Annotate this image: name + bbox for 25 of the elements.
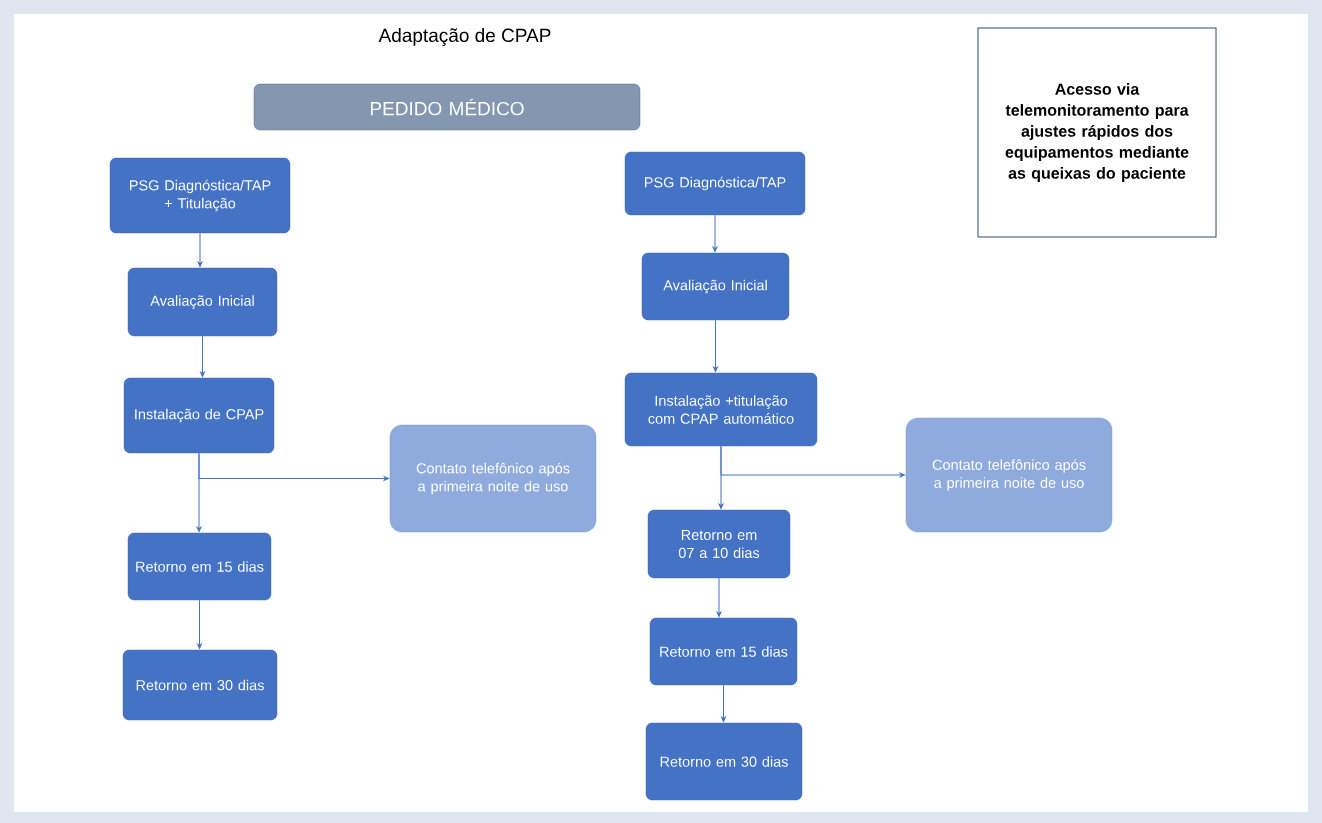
title: Adaptação de CPAP — [378, 28, 551, 46]
top-box: PEDIDO MÉDICO — [253, 83, 641, 131]
process-box: Retorno em 15 dias — [127, 532, 272, 601]
process-box: Instalação de CPAP — [123, 377, 275, 454]
process-box: Avaliação Inicial — [127, 267, 278, 337]
arrow — [721, 684, 726, 723]
contact-box: Contato telefônico após a primeira noite de uso — [905, 417, 1113, 533]
arrow — [197, 599, 202, 650]
arrow — [713, 319, 718, 373]
contact-box: Contato telefônico após a primeira noite de uso — [389, 424, 597, 533]
process-box: Retorno em 30 dias — [122, 649, 278, 721]
arrow — [198, 452, 390, 481]
arrow — [200, 335, 205, 378]
arrow — [720, 445, 906, 478]
arrow — [197, 232, 203, 268]
process-box: PSG Diagnóstica/TAP — [624, 151, 806, 216]
note-box: Acesso via telemonitoramento para ajustes rápidos dos equipamentos mediante as queixas do paciente — [977, 27, 1217, 238]
process-box: PSG Diagnóstica/TAP + Titulação — [109, 157, 291, 234]
arrow — [716, 577, 722, 618]
process-box: Instalação +titulação com CPAP automático — [624, 372, 818, 447]
process-box: Avaliação Inicial — [641, 252, 790, 321]
process-box: Retorno em 30 dias — [645, 722, 803, 801]
process-box: Retorno em 07 a 10 dias — [647, 509, 791, 579]
arrow — [712, 214, 718, 253]
process-box: Retorno em 15 dias — [649, 617, 798, 686]
